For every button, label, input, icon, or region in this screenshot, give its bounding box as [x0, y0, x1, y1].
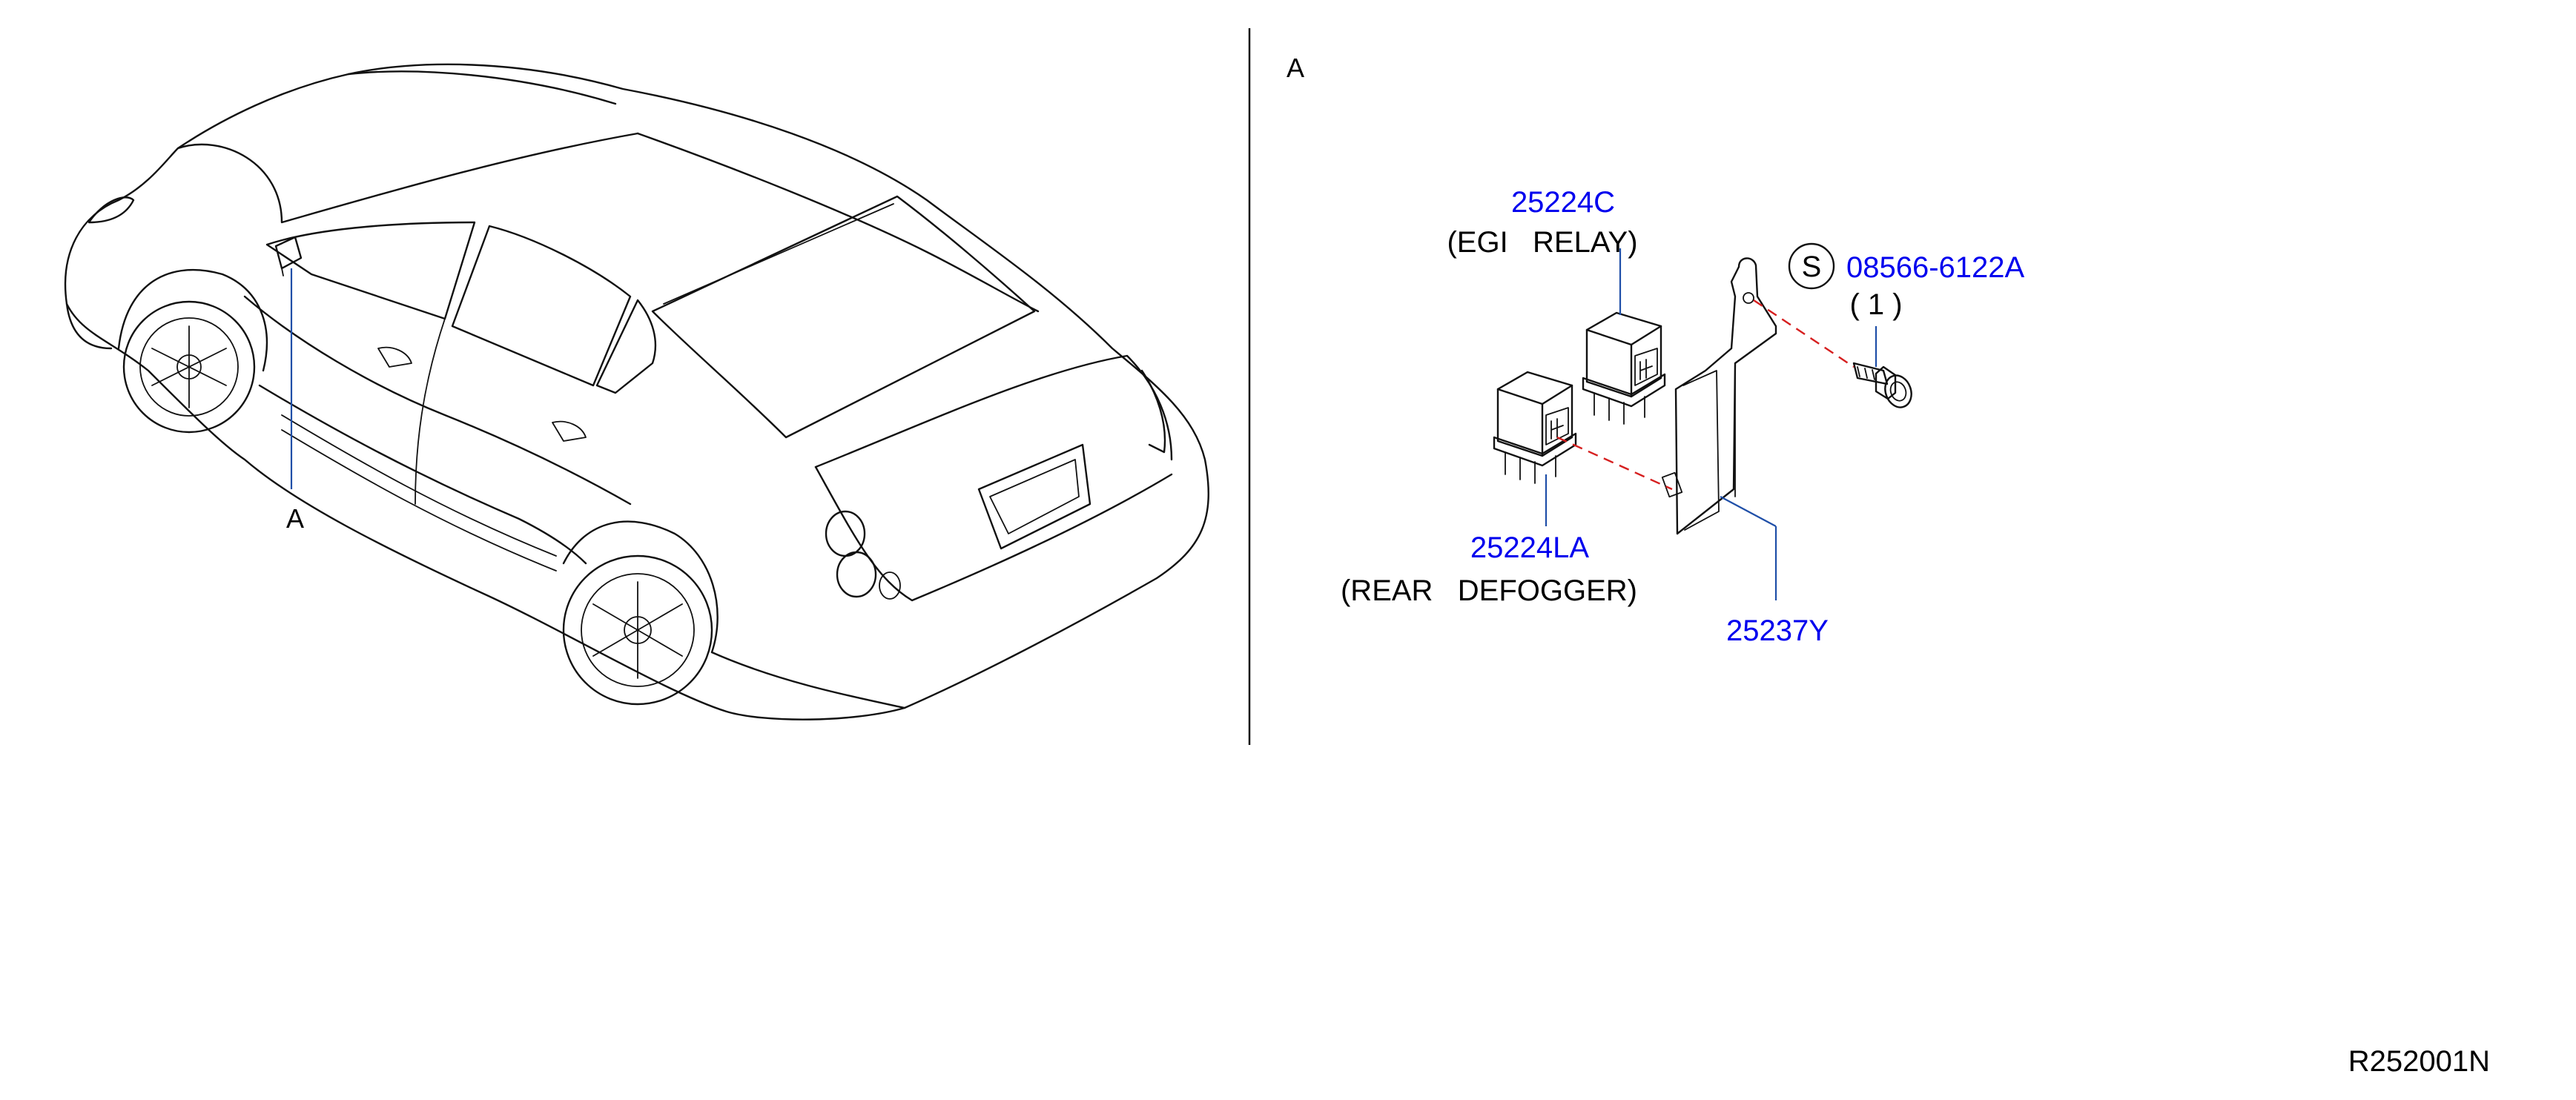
- car-illustration: [64, 63, 1209, 720]
- bolt-to-bracket-centerline: [1753, 299, 1855, 368]
- bolt: [1852, 362, 1912, 408]
- standard-part-symbol: [1788, 242, 1835, 290]
- view-a-marker: [274, 236, 303, 270]
- bolt-quantity: ( 1 ): [1849, 288, 1902, 321]
- rear-defogger-part-number: 25224LA: [1470, 531, 1589, 564]
- egi-relay-caption: (EGI RELAY): [1447, 226, 1637, 259]
- car-view-label: A: [286, 503, 304, 534]
- bolt-part-number: 08566-6122A: [1846, 251, 2025, 284]
- drawing-id: R252001N: [2348, 1045, 2490, 1078]
- detail-view-label: A: [1287, 53, 1304, 83]
- relay-to-bracket-centerline: [1556, 436, 1673, 491]
- standard-part-symbol-letter: S: [1802, 251, 1822, 283]
- rear-defogger-relay: [1493, 371, 1577, 484]
- egi-relay: [1582, 311, 1666, 425]
- bracket-part-number: 25237Y: [1726, 614, 1829, 647]
- egi-relay-part-number: 25224C: [1511, 186, 1615, 219]
- relay-bracket: [1661, 257, 1777, 535]
- rear-defogger-caption: (REAR DEFOGGER): [1341, 574, 1637, 607]
